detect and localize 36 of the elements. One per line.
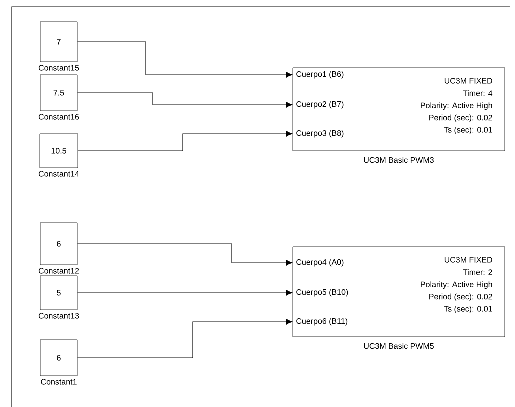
parameter-text: UC3M FIXED	[444, 78, 492, 84]
port-label: Cuerpo5 (B10)	[296, 289, 348, 297]
arrow	[78, 131, 293, 152]
block-label: Constant12	[38, 268, 80, 274]
arrow	[77, 42, 293, 78]
arrow	[77, 92, 293, 108]
block-label: Constant14	[38, 171, 80, 177]
block-label: Constant16	[38, 114, 80, 120]
block-label: UC3M Basic PWM5	[364, 343, 434, 350]
parameter-text: Ts (sec): 0.01	[444, 306, 492, 314]
block-label: Constant13	[38, 313, 80, 319]
parameter-text: Period (sec): 0.02	[430, 294, 492, 302]
constant-block: 6	[40, 340, 78, 376]
parameter-text: Period (sec): 0.02	[430, 114, 492, 122]
arrow	[77, 244, 293, 266]
port-label: Cuerpo3 (B8)	[296, 130, 344, 138]
block-label: Constant1	[41, 379, 77, 385]
constant-block: 7	[40, 22, 78, 62]
parameter-text: UC3M FIXED	[444, 257, 492, 263]
arrow	[77, 290, 293, 296]
arrow	[77, 319, 293, 358]
parameter-text: Timer: 2	[463, 269, 492, 276]
port-label: Cuerpo2 (B7)	[296, 101, 344, 109]
constant-block: 5	[40, 276, 78, 310]
port-label: Cuerpo4 (A0)	[296, 259, 344, 267]
block-label: UC3M Basic PWM3	[364, 157, 434, 164]
block-label: Constant15	[38, 65, 80, 71]
parameter-text: Ts (sec): 0.01	[444, 127, 492, 134]
parameter-text: Polarity: Active High	[421, 282, 492, 290]
parameter-text: Timer: 4	[463, 90, 493, 96]
parameter-text: Polarity: Active High	[421, 102, 492, 110]
constant-block: 6	[40, 222, 78, 266]
port-label: Cuerpo6 (B11)	[296, 318, 348, 326]
constant-block: 10.5	[40, 134, 78, 168]
constant-block: 7.5	[40, 74, 78, 112]
port-label: Cuerpo1 (B6)	[296, 71, 344, 79]
